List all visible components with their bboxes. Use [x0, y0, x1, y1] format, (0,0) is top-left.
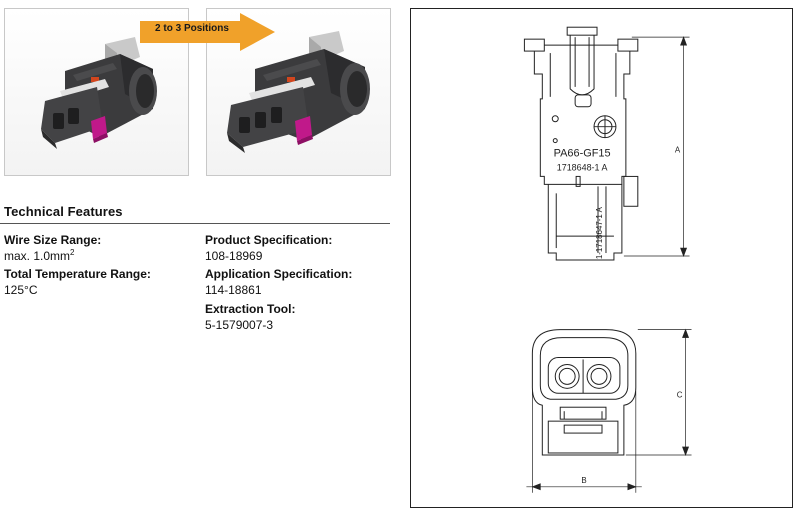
- dimension-b-line: [526, 391, 642, 493]
- dimension-a-label: A: [675, 146, 681, 155]
- technical-drawing: PA66-GF15 1718648-1 A 1-1718647-1 A A: [410, 8, 793, 508]
- wire-size-feature: Wire Size Range: max. 1.0mm2: [4, 232, 101, 264]
- dimension-a-line: [623, 36, 690, 258]
- temperature-value: 125°C: [4, 283, 38, 297]
- product-spec-feature: Product Specification: 108-18969: [205, 232, 332, 264]
- extraction-tool-value: 5-1579007-3: [205, 318, 274, 332]
- dimension-b-label: B: [581, 476, 586, 485]
- material-mark: PA66-GF15: [554, 148, 611, 160]
- section-title: Technical Features: [4, 204, 123, 219]
- application-spec-value: 114-18861: [205, 283, 262, 297]
- wire-size-unit-exponent: 2: [70, 248, 75, 257]
- temperature-feature: Total Temperature Range: 125°C: [4, 266, 151, 298]
- extraction-tool-feature: Extraction Tool: 5-1579007-3: [205, 301, 295, 333]
- part-mark-side: 1-1718647-1 A: [595, 206, 604, 259]
- section-divider: [0, 223, 390, 224]
- extraction-tool-label: Extraction Tool:: [205, 302, 296, 316]
- wire-size-label: Wire Size Range:: [4, 233, 102, 247]
- dimension-c-label: C: [677, 390, 683, 399]
- side-view: [523, 26, 639, 261]
- part-mark-top: 1718648-1 A: [557, 162, 608, 172]
- application-spec-label: Application Specification:: [205, 267, 353, 281]
- product-spec-value: 108-18969: [205, 249, 263, 263]
- product-spec-label: Product Specification:: [205, 233, 333, 247]
- temperature-label: Total Temperature Range:: [4, 267, 151, 281]
- arrow-label: 2 to 3 Positions: [155, 23, 229, 34]
- front-view: [531, 329, 637, 456]
- dimension-c-line: [625, 328, 692, 456]
- arrow-icon: [140, 13, 275, 51]
- wire-size-value: max. 1.0mm2: [4, 248, 75, 264]
- application-spec-feature: Application Specification: 114-18861: [205, 266, 352, 298]
